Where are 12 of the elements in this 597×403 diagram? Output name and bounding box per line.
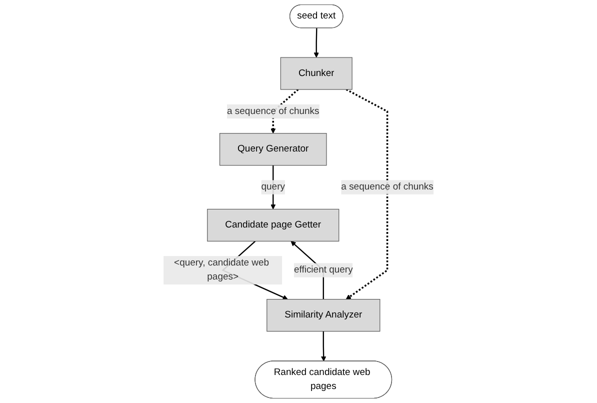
arrow [314,28,319,58]
edge-label: efficient query [294,264,353,275]
node-box: Candidate page Getter [207,208,340,242]
node-box: Chunker [280,57,352,90]
arrow [346,88,388,300]
arrow [321,331,326,362]
node-box: Query Generator [219,133,327,166]
edge-label: a sequence of chunks [226,106,320,116]
edge-label: a sequence of chunks [341,182,434,192]
edge-label: <query, candidate web pages> [174,258,270,282]
node-box: Similarity Analyzer [266,298,380,332]
edge-label: query [261,182,285,192]
